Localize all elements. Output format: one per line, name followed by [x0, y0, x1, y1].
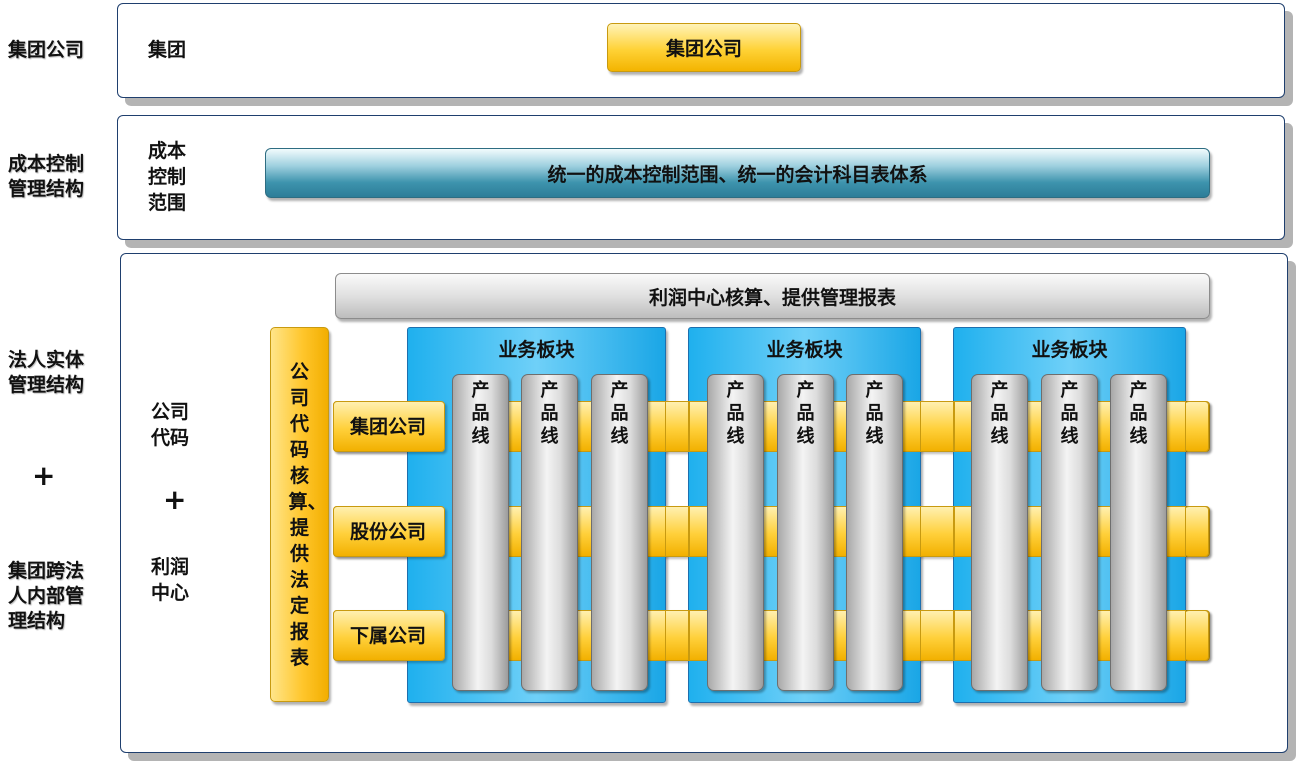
company-label-shares: 股份公司 — [349, 521, 426, 543]
stripe-segment — [689, 401, 709, 452]
label-legal-entity-line: 管理结构 — [8, 374, 85, 396]
label-cost-control: 成本控制 管理结构 — [8, 152, 84, 202]
label-cross-entity-line: 集团跨法 — [8, 560, 85, 582]
company-code-label-line: 公司 — [151, 401, 190, 423]
plus-sign-inner: + — [163, 483, 187, 516]
company-code-column: 公司代码核算、提供法定报表 — [270, 327, 329, 702]
product-line-label: 产品线 — [1060, 380, 1079, 447]
stripe-segment — [1166, 506, 1186, 557]
label-cross-entity-line: 理结构 — [8, 610, 66, 632]
product-line-label: 产品线 — [471, 380, 490, 447]
profit-center-label-line: 中心 — [151, 582, 190, 604]
stripe-segment — [1185, 401, 1209, 452]
profit-center-label: 利润 中心 — [151, 554, 189, 606]
product-line-label: 产品线 — [726, 380, 745, 447]
label-cost-control-line: 成本控制 — [8, 153, 85, 175]
company-label-group: 集团公司 — [349, 416, 426, 438]
stripe-segment — [647, 506, 666, 557]
stripe-segment — [665, 401, 689, 452]
cost-control-panel-label-line: 控制 — [148, 166, 187, 188]
company-code-column-label: 公司代码核算、提供法定报表 — [288, 360, 327, 669]
stripe-segment — [647, 401, 666, 452]
label-cross-entity-line: 人内部管 — [8, 585, 85, 607]
product-line: 产品线 — [521, 374, 578, 691]
product-line: 产品线 — [1041, 374, 1098, 691]
stripe-segment — [1185, 506, 1209, 557]
stripe-segment — [763, 401, 778, 452]
stripe-segment — [920, 401, 954, 452]
stripe-segment — [1185, 610, 1209, 661]
product-line: 产品线 — [591, 374, 648, 691]
business-block-title: 业务板块 — [1031, 338, 1108, 361]
profit-center-bar-label: 利润中心核算、提供管理报表 — [648, 286, 896, 309]
product-line-label: 产品线 — [610, 380, 629, 447]
stripe-segment — [902, 610, 921, 661]
plus-sign-left: + — [32, 459, 56, 492]
stripe-segment — [689, 506, 709, 557]
business-block-title: 业务板块 — [766, 338, 843, 361]
stripe-segment — [902, 401, 921, 452]
product-line-label: 产品线 — [540, 380, 559, 447]
cost-control-panel-label-line: 成本 — [148, 140, 187, 162]
product-line: 产品线 — [971, 374, 1028, 691]
label-group-company: 集团公司 — [8, 38, 84, 63]
company-stripe-left-end — [333, 610, 445, 661]
stripe-segment — [920, 610, 954, 661]
product-line: 产品线 — [707, 374, 764, 691]
label-legal-entity-line: 法人实体 — [8, 349, 85, 371]
stripe-segment — [902, 506, 921, 557]
cost-control-panel-label: 成本 控制 范围 — [148, 138, 186, 216]
stripe-segment — [763, 610, 778, 661]
label-cross-entity: 集团跨法 人内部管 理结构 — [8, 559, 84, 634]
stripe-segment — [577, 610, 592, 661]
label-group-company-text: 集团公司 — [8, 39, 85, 61]
stripe-segment — [920, 506, 954, 557]
company-stripe-left-end — [333, 506, 445, 557]
group-company-box: 集团公司 — [607, 23, 801, 72]
company-code-label-line: 代码 — [151, 427, 190, 449]
product-line-label: 产品线 — [865, 380, 884, 447]
unified-cost-scope-bar: 统一的成本控制范围、统一的会计科目表体系 — [265, 148, 1210, 198]
label-legal-entity: 法人实体 管理结构 — [8, 348, 84, 398]
stripe-segment — [665, 506, 689, 557]
stripe-segment — [763, 506, 778, 557]
company-label-subsidiary: 下属公司 — [349, 625, 426, 647]
product-line-label: 产品线 — [1129, 380, 1148, 447]
stripe-segment — [1166, 610, 1186, 661]
profit-center-bar: 利润中心核算、提供管理报表 — [335, 273, 1210, 319]
stripe-segment — [665, 610, 689, 661]
label-cost-control-line: 管理结构 — [8, 178, 85, 200]
product-line-label: 产品线 — [796, 380, 815, 447]
stripe-segment — [1166, 401, 1186, 452]
group-panel-label: 集团 — [148, 39, 187, 61]
stripe-segment — [577, 506, 592, 557]
product-line: 产品线 — [452, 374, 509, 691]
business-block-title: 业务板块 — [498, 338, 575, 361]
stripe-segment — [647, 610, 666, 661]
company-code-label: 公司 代码 — [151, 399, 189, 451]
stripe-segment — [577, 401, 592, 452]
profit-center-label-line: 利润 — [151, 556, 190, 578]
group-company-box-label: 集团公司 — [665, 38, 742, 60]
cost-control-panel-label-line: 范围 — [148, 192, 187, 214]
product-line: 产品线 — [1110, 374, 1167, 691]
stripe-segment — [1027, 401, 1042, 452]
product-line: 产品线 — [777, 374, 834, 691]
unified-cost-scope-bar-label: 统一的成本控制范围、统一的会计科目表体系 — [547, 163, 928, 186]
stripe-segment — [1027, 610, 1042, 661]
company-stripe-left-end — [333, 401, 445, 452]
stripe-segment — [689, 610, 709, 661]
product-line: 产品线 — [846, 374, 903, 691]
stripe-segment — [1027, 506, 1042, 557]
product-line-label: 产品线 — [990, 380, 1009, 447]
